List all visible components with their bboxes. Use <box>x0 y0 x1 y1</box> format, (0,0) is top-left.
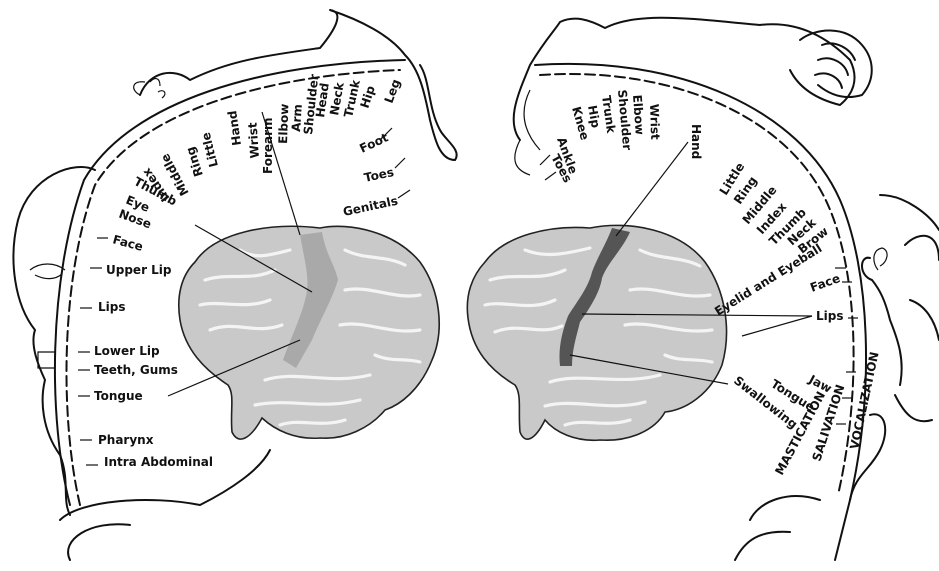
left-brain <box>179 226 439 439</box>
label-lips-motor: Lips <box>816 309 844 323</box>
label-lower-lip: Lower Lip <box>94 344 160 358</box>
label-arm: Arm <box>289 104 305 133</box>
sensory-body-figure <box>140 10 457 160</box>
motor-knee-figure <box>515 90 540 175</box>
right-brain <box>467 225 726 440</box>
sensory-eye-figure <box>30 264 65 279</box>
label-leg: Leg <box>382 77 403 105</box>
label-eyelid-and-eyeball: Eyelid and Eyeball <box>712 241 824 318</box>
label-lips: Lips <box>98 300 126 314</box>
label-wrist-motor: Wrist <box>647 104 662 141</box>
label-toes: Toes <box>363 165 395 185</box>
label-wrist: Wrist <box>246 122 262 159</box>
label-trunk-motor: Trunk <box>599 94 618 134</box>
label-hand: Hand <box>225 110 244 147</box>
label-elbow: Elbow <box>276 103 291 144</box>
label-pharynx: Pharynx <box>98 433 154 447</box>
sensory-face-figure <box>13 167 95 515</box>
motor-tongue-figure <box>905 236 939 340</box>
label-forearm: Forearm <box>261 117 275 174</box>
label-teeth-gums: Teeth, Gums <box>94 363 178 377</box>
motor-hand-figure <box>800 30 872 96</box>
sensory-homunculus: Genitals Toes Foot Leg Hip Trunk Neck He… <box>13 10 456 560</box>
right-brain-outline <box>467 225 726 440</box>
label-intra-abdominal: Intra Abdominal <box>104 455 213 469</box>
label-face-motor: Face <box>808 271 842 295</box>
label-hand-motor: Hand <box>689 124 703 159</box>
label-swallowing: Swallowing <box>731 373 800 431</box>
label-elbow-motor: Elbow <box>630 94 647 135</box>
sensory-tongue-figure <box>38 352 55 368</box>
label-tongue-sensory: Tongue <box>94 389 143 403</box>
motor-homunculus: Toes Ankle Knee Hip Trunk Shoulder Elbow… <box>467 18 939 560</box>
label-upper-lip: Upper Lip <box>106 263 172 277</box>
leader-hand <box>616 142 688 236</box>
label-face: Face <box>111 232 144 254</box>
motor-lower-body-figure <box>735 496 820 560</box>
motor-eye-figure <box>874 248 887 270</box>
label-genitals: Genitals <box>342 194 399 219</box>
leader-lips-2 <box>742 316 812 336</box>
label-foot: Foot <box>357 130 390 155</box>
